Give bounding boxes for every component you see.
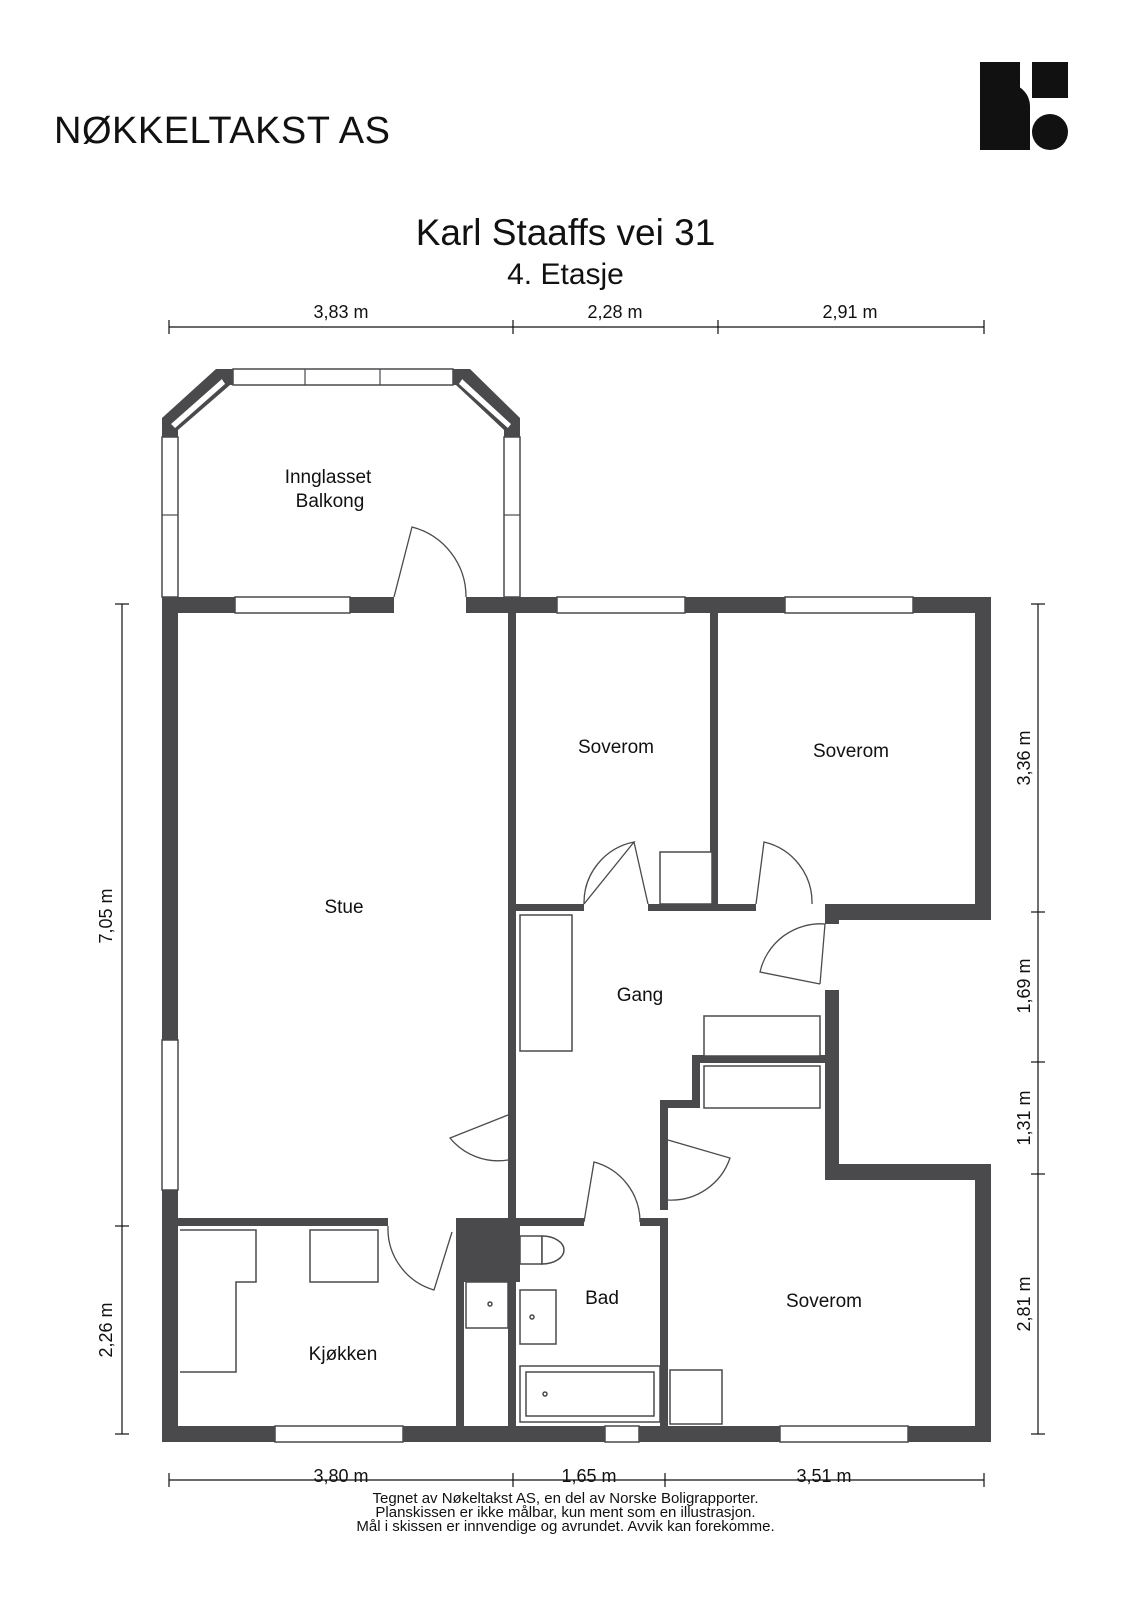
dim-bottom-2: 1,65 m <box>561 1466 616 1486</box>
page-title: Karl Staaffs vei 31 <box>415 212 716 253</box>
bathroom-sink <box>519 1289 557 1345</box>
footer-line-1: Tegnet av Nøkeltakst AS, en del av Norsk… <box>372 1490 759 1507</box>
footer-notes: Tegnet av Nøkeltakst AS, en del av Norsk… <box>0 1490 1131 1535</box>
room-label-bedroom-1: Soverom <box>578 737 654 758</box>
kitchen-stove <box>309 1229 379 1283</box>
bedroom-closet <box>669 1369 723 1425</box>
dimension-lines <box>115 320 1045 1487</box>
dim-right-2: 1,69 m <box>1014 958 1034 1013</box>
dim-left-2: 2,26 m <box>96 1302 116 1357</box>
dim-right-1: 3,36 m <box>1014 730 1034 785</box>
room-label-hallway: Gang <box>617 985 663 1006</box>
dim-right-3: 1,31 m <box>1014 1090 1034 1145</box>
brand-name: NØKKELTAKST AS <box>54 110 391 152</box>
hallway-closet-top <box>703 1015 821 1057</box>
hallway-closet-bottom <box>703 1065 821 1109</box>
dim-left-1: 7,05 m <box>96 888 116 943</box>
kitchen-sink <box>465 1281 509 1329</box>
dim-top-1: 3,83 m <box>313 302 368 322</box>
dim-bottom-1: 3,80 m <box>313 1466 368 1486</box>
doors <box>387 526 826 1291</box>
room-label-kitchen: Kjøkken <box>309 1344 378 1365</box>
balcony-corner-glass <box>168 376 514 431</box>
dim-top-2: 2,28 m <box>587 302 642 322</box>
footer-line-3: Mål i skissen er innvendige og avrundet.… <box>356 1518 775 1535</box>
balcony-corners <box>162 369 520 430</box>
room-label-balcony-2: Balkong <box>296 491 365 512</box>
room-label-bathroom: Bad <box>585 1288 619 1309</box>
room-label-bedroom-3: Soverom <box>786 1291 862 1312</box>
room-label-living-room: Stue <box>324 897 363 918</box>
room-label-balcony-1: Innglasset <box>285 467 372 488</box>
closet-bedroom <box>659 851 713 905</box>
dim-top-3: 2,91 m <box>822 302 877 322</box>
footer-line-2: Planskissen er ikke målbar, kun ment som… <box>375 1504 756 1521</box>
room-label-bedroom-2: Soverom <box>813 741 889 762</box>
walls <box>162 369 991 1442</box>
fixtures <box>180 851 821 1425</box>
floor-subtitle: 4. Etasje <box>507 258 624 291</box>
nokkeltakst-logo-icon <box>980 62 1068 150</box>
dim-bottom-3: 3,51 m <box>796 1466 851 1486</box>
windows <box>161 368 914 1443</box>
dim-right-4: 2,81 m <box>1014 1276 1034 1331</box>
hallway-wardrobe <box>519 914 573 1052</box>
